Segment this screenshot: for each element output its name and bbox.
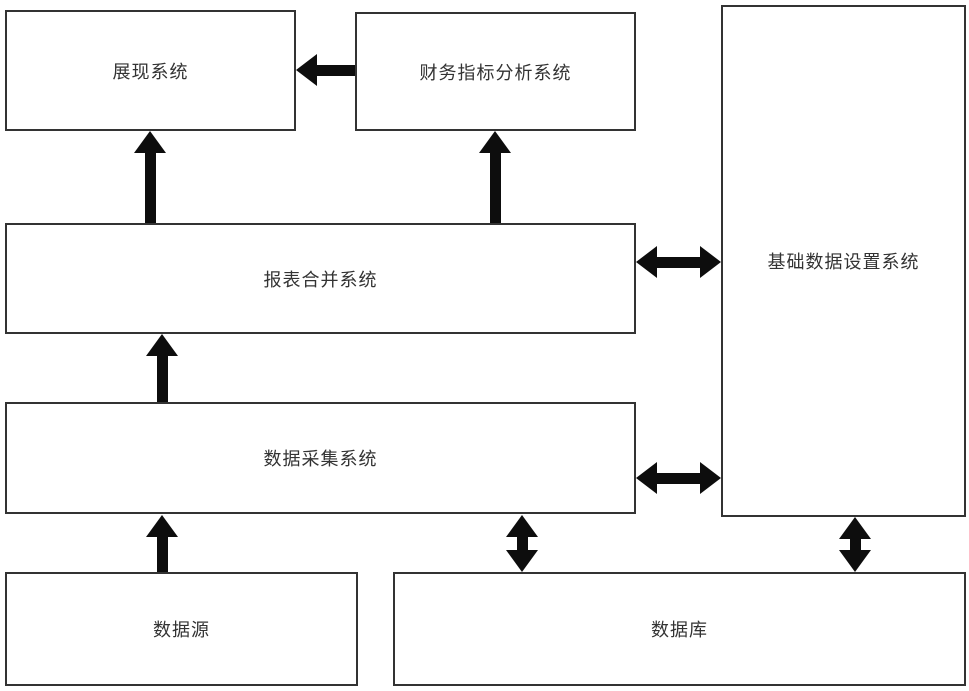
arrow-shaft: [849, 539, 861, 550]
node-base-data-setup-system-label: 基础数据设置系统: [767, 252, 920, 273]
arrowhead-down-icon: [506, 550, 538, 572]
node-financial-analysis-system: 财务指标分析系统: [355, 12, 636, 131]
arrow-shaft: [317, 64, 355, 76]
node-data-collection-system-label: 数据采集系统: [263, 449, 378, 470]
node-report-merge-system-label: 报表合并系统: [263, 269, 378, 291]
node-data-source-label: 数据源: [153, 620, 210, 641]
arrowhead-up-icon: [134, 131, 166, 153]
arrowhead-down-icon: [839, 550, 871, 572]
node-data-source: 数据源: [5, 572, 358, 686]
node-display-system: 展现系统: [5, 10, 296, 131]
node-base-data-setup-system: 基础数据设置系统: [721, 5, 966, 517]
node-data-collection-system: 数据采集系统: [5, 402, 636, 514]
arrow-collect-base-bidirectional-icon: [636, 462, 721, 494]
node-financial-analysis-system-label: 财务指标分析系统: [419, 62, 572, 84]
arrowhead-left-icon: [296, 54, 317, 86]
arrow-shaft: [144, 153, 156, 223]
arrowhead-left-icon: [636, 246, 657, 278]
arrow-shaft: [489, 153, 501, 223]
arrowhead-up-icon: [839, 517, 871, 539]
node-report-merge-system: 报表合并系统: [5, 223, 636, 334]
arrow-shaft: [156, 537, 168, 572]
arrowhead-left-icon: [636, 462, 657, 494]
node-display-system-label: 展现系统: [112, 61, 189, 83]
arrow-base-database-bidirectional-icon: [839, 517, 871, 572]
arrowhead-up-icon: [479, 131, 511, 153]
node-database: 数据库: [393, 572, 966, 686]
arrow-merge-to-analysis-icon: [479, 131, 511, 223]
arrowhead-up-icon: [506, 515, 538, 537]
arrow-shaft: [156, 356, 168, 402]
arrowhead-up-icon: [146, 334, 178, 356]
arrow-shaft: [516, 537, 528, 550]
arrowhead-up-icon: [146, 515, 178, 537]
arrow-analysis-to-display-icon: [296, 54, 355, 86]
arrow-merge-to-display-icon: [134, 131, 166, 223]
arrowhead-right-icon: [700, 462, 721, 494]
arrow-collect-to-merge-icon: [146, 334, 178, 402]
arrow-shaft: [657, 256, 700, 268]
arrow-merge-base-bidirectional-icon: [636, 246, 721, 278]
arrowhead-right-icon: [700, 246, 721, 278]
arrow-source-to-collect-icon: [146, 515, 178, 572]
arrow-shaft: [657, 472, 700, 484]
arrow-collect-database-bidirectional-icon: [506, 515, 538, 572]
node-database-label: 数据库: [651, 620, 708, 641]
